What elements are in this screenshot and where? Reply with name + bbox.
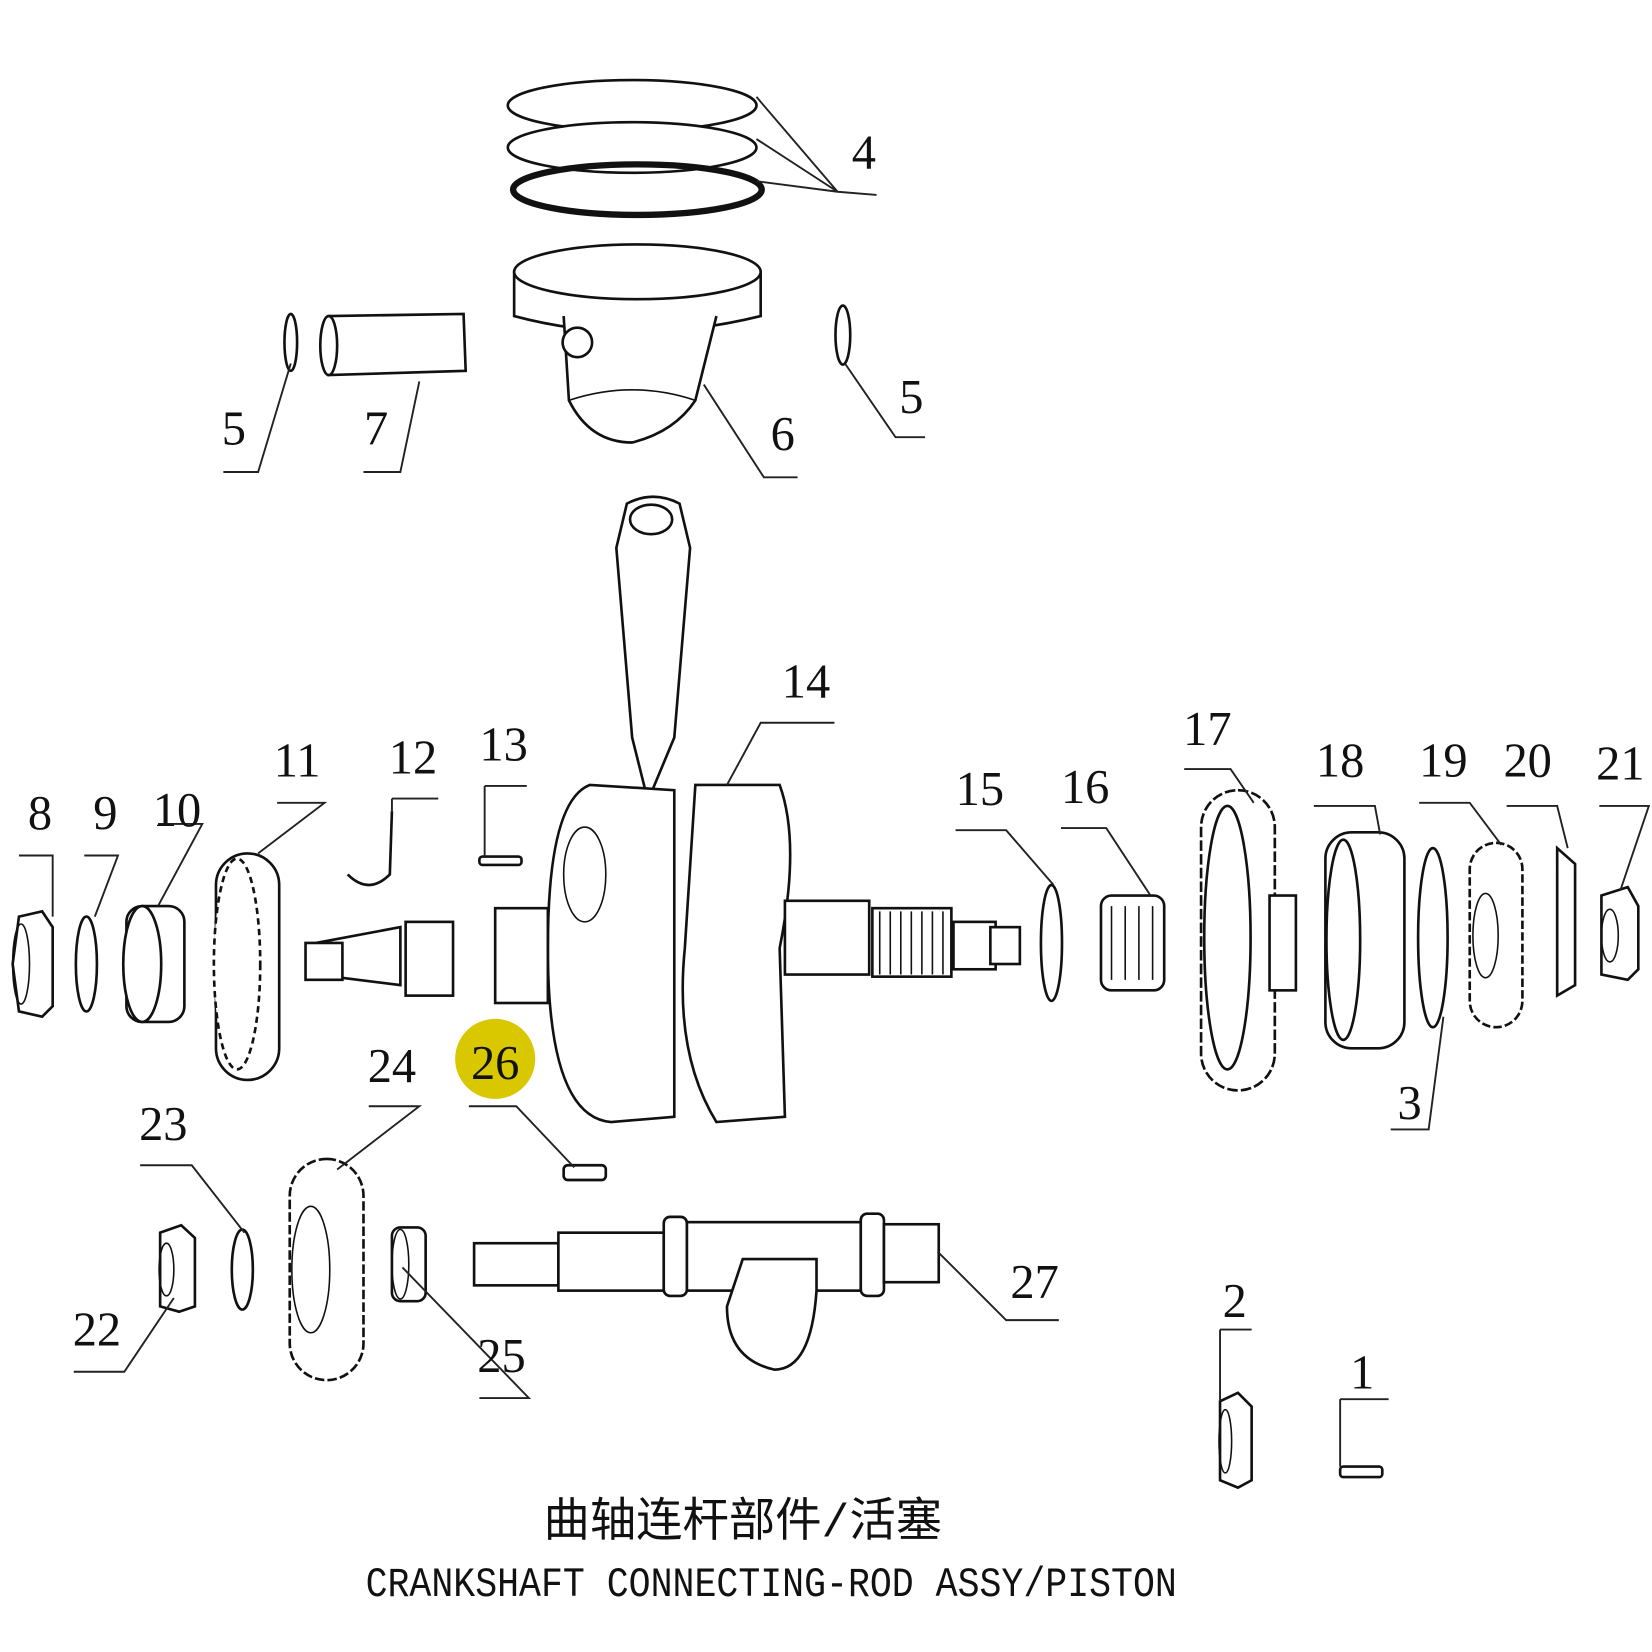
callout-label-11: 11 <box>274 734 321 787</box>
lock-washer-20 <box>1555 845 1577 998</box>
gear-10 <box>121 904 186 1024</box>
callout-label-6: 6 <box>771 408 795 461</box>
callout-label-18: 18 <box>1316 734 1364 787</box>
crankshaft-left-shaft <box>304 906 550 1005</box>
gear-11 <box>212 852 281 1082</box>
circlip-left <box>283 312 299 373</box>
callout-label-1: 1 <box>1350 1347 1374 1400</box>
title-english: CRANKSHAFT CONNECTING-ROD ASSY/PISTON <box>366 1561 1177 1609</box>
woodruff-key-12 <box>346 811 394 887</box>
callout-label-7: 7 <box>364 403 388 456</box>
callout-label-8: 8 <box>28 787 52 840</box>
clutch-18 <box>1324 831 1406 1050</box>
callout-label-17: 17 <box>1183 703 1231 756</box>
washer-23 <box>230 1228 255 1311</box>
highlight-marker-26 <box>455 1018 536 1099</box>
callout-label-12: 12 <box>389 731 437 784</box>
nut-22 <box>158 1223 197 1314</box>
washer-3 <box>1416 846 1449 1029</box>
callout-label-23: 23 <box>139 1098 187 1151</box>
callout-label-5: 5 <box>222 403 246 456</box>
needle-bearing-16 <box>1099 894 1166 992</box>
pin-1 <box>1338 1465 1384 1479</box>
title-chinese: 曲轴连杆部件/活塞 <box>543 1496 942 1550</box>
piston-pin <box>318 312 468 377</box>
callout-label-3: 3 <box>1398 1077 1422 1130</box>
nut-2 <box>1218 1391 1253 1490</box>
washer-15 <box>1039 883 1064 1003</box>
circlip-right <box>834 304 852 366</box>
callout-label-2: 2 <box>1223 1275 1247 1328</box>
callout-label-13: 13 <box>479 719 527 772</box>
callout-label-14: 14 <box>782 655 830 708</box>
gear-17 <box>1199 788 1298 1092</box>
callout-label-19: 19 <box>1419 734 1467 787</box>
bushing-25 <box>390 1226 427 1303</box>
callout-label-22: 22 <box>73 1303 121 1356</box>
connecting-rod <box>615 495 692 805</box>
callout-label-24: 24 <box>368 1040 416 1093</box>
crankshaft-right-shaft <box>783 899 1022 978</box>
callout-label-5: 5 <box>899 371 923 424</box>
callout-label-9: 9 <box>93 787 117 840</box>
callout-label-15: 15 <box>956 763 1004 816</box>
balancer-shaft-27 <box>472 1212 941 1371</box>
nut-8 <box>11 909 54 1019</box>
pin-13 <box>478 855 523 867</box>
callout-label-20: 20 <box>1503 734 1551 787</box>
callout-label-21: 21 <box>1596 738 1644 791</box>
leader-lines <box>18 96 1651 1467</box>
callout-label-4: 4 <box>852 127 876 180</box>
pin-26 <box>562 1163 608 1182</box>
washer-9 <box>74 915 99 1013</box>
gear-24 <box>288 1157 365 1382</box>
piston-rings <box>506 78 765 219</box>
piston <box>512 243 762 444</box>
callout-label-10: 10 <box>153 784 201 837</box>
gear-19 <box>1468 841 1524 1029</box>
callout-label-27: 27 <box>1010 1256 1058 1309</box>
callout-label-26: 26 <box>471 1037 519 1090</box>
callout-label-16: 16 <box>1061 761 1109 814</box>
callout-label-25: 25 <box>477 1330 525 1383</box>
nut-21 <box>1600 885 1640 982</box>
crank-webs <box>546 783 792 1124</box>
